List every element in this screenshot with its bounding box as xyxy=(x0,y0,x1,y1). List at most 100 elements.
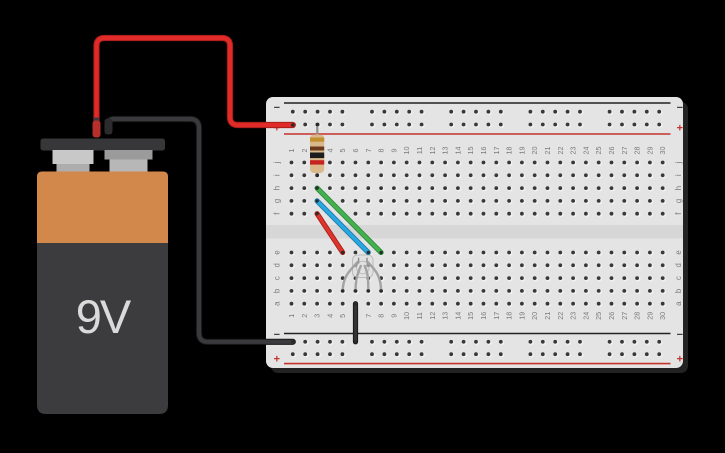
svg-text:28: 28 xyxy=(633,312,642,320)
svg-text:a: a xyxy=(674,301,683,306)
svg-text:25: 25 xyxy=(594,312,603,320)
svg-text:i: i xyxy=(674,174,683,176)
svg-text:19: 19 xyxy=(517,312,526,320)
resistor-band-gold xyxy=(310,137,325,142)
svg-text:11: 11 xyxy=(415,312,424,319)
breadboard[interactable]: 1234567891011121314151617181920212223242… xyxy=(266,97,688,373)
svg-text:29: 29 xyxy=(645,147,654,155)
svg-text:30: 30 xyxy=(658,147,667,155)
svg-text:28: 28 xyxy=(633,147,642,155)
svg-text:h: h xyxy=(273,186,282,190)
svg-text:16: 16 xyxy=(479,147,488,155)
svg-text:30: 30 xyxy=(658,312,667,320)
svg-text:22: 22 xyxy=(556,147,565,155)
black-jumper[interactable] xyxy=(352,301,359,345)
svg-text:b: b xyxy=(674,288,683,293)
led-lead xyxy=(341,260,359,292)
svg-text:7: 7 xyxy=(364,149,373,153)
svg-text:2: 2 xyxy=(300,149,309,153)
svg-text:1: 1 xyxy=(287,314,296,318)
svg-text:17: 17 xyxy=(492,147,501,155)
svg-text:5: 5 xyxy=(338,314,347,318)
svg-text:23: 23 xyxy=(569,147,578,155)
svg-text:26: 26 xyxy=(607,312,616,320)
battery-positive-connector xyxy=(92,120,101,138)
svg-text:6: 6 xyxy=(351,149,360,153)
red-jumper[interactable] xyxy=(314,211,346,256)
svg-text:+: + xyxy=(677,354,683,366)
svg-text:15: 15 xyxy=(466,312,475,320)
battery-terminal-negative-base xyxy=(109,159,148,172)
svg-text:3: 3 xyxy=(313,314,322,318)
svg-text:17: 17 xyxy=(492,312,501,320)
green-jumper[interactable] xyxy=(314,185,384,256)
battery[interactable] xyxy=(37,117,168,415)
battery-orange-band xyxy=(37,171,168,243)
svg-text:e: e xyxy=(273,250,282,254)
svg-text:−: − xyxy=(274,102,280,114)
svg-text:10: 10 xyxy=(402,147,411,155)
svg-text:21: 21 xyxy=(543,147,552,155)
rgb-led[interactable] xyxy=(341,254,383,293)
svg-text:21: 21 xyxy=(543,312,552,320)
svg-text:18: 18 xyxy=(505,312,514,320)
resistor-band-red xyxy=(310,160,325,165)
breadboard-holes xyxy=(289,109,667,358)
svg-text:a: a xyxy=(273,301,282,306)
svg-text:−: − xyxy=(677,102,683,114)
svg-text:b: b xyxy=(273,288,282,293)
svg-text:4: 4 xyxy=(325,314,334,318)
battery-negative-connector xyxy=(104,118,113,135)
svg-text:f: f xyxy=(674,212,683,215)
svg-text:14: 14 xyxy=(453,312,462,320)
svg-text:14: 14 xyxy=(453,147,462,155)
svg-text:d: d xyxy=(674,263,683,267)
svg-text:8: 8 xyxy=(377,149,386,153)
svg-text:d: d xyxy=(273,263,282,267)
svg-text:26: 26 xyxy=(607,147,616,155)
svg-text:1: 1 xyxy=(287,149,296,153)
svg-text:20: 20 xyxy=(530,147,539,155)
column-numbers-top: 1234567891011121314151617181920212223242… xyxy=(287,146,667,154)
svg-text:15: 15 xyxy=(466,147,475,155)
svg-text:27: 27 xyxy=(620,147,629,155)
battery-body xyxy=(37,243,168,414)
led-lead xyxy=(363,264,370,292)
svg-text:12: 12 xyxy=(428,147,437,155)
svg-text:11: 11 xyxy=(415,147,424,154)
svg-text:+: + xyxy=(274,354,280,366)
svg-text:h: h xyxy=(674,186,683,190)
blue-jumper[interactable] xyxy=(314,198,371,256)
svg-text:22: 22 xyxy=(556,312,565,320)
svg-text:24: 24 xyxy=(581,312,590,320)
svg-text:+: + xyxy=(677,122,683,134)
rail-polarity-labels: −+−+−+−+ xyxy=(274,102,683,366)
svg-text:8: 8 xyxy=(377,314,386,318)
svg-text:c: c xyxy=(273,276,282,280)
svg-text:g: g xyxy=(273,199,282,203)
breadboard-center-gap xyxy=(266,225,683,239)
svg-text:29: 29 xyxy=(645,312,654,320)
svg-text:f: f xyxy=(273,212,282,215)
battery-positive-wire[interactable] xyxy=(93,34,296,132)
resistor[interactable] xyxy=(310,122,325,178)
svg-text:13: 13 xyxy=(441,312,450,320)
svg-text:e: e xyxy=(674,250,683,254)
led-lead xyxy=(366,260,383,292)
battery-terminal-positive-base xyxy=(56,164,90,172)
svg-text:20: 20 xyxy=(530,312,539,320)
svg-text:9: 9 xyxy=(389,314,398,318)
svg-text:−: − xyxy=(274,329,280,341)
battery-cap xyxy=(40,138,165,151)
svg-text:4: 4 xyxy=(325,149,334,153)
svg-text:23: 23 xyxy=(569,312,578,320)
svg-text:5: 5 xyxy=(338,149,347,153)
svg-text:13: 13 xyxy=(441,147,450,155)
svg-text:24: 24 xyxy=(581,147,590,155)
svg-text:16: 16 xyxy=(479,312,488,320)
svg-text:27: 27 xyxy=(620,312,629,320)
